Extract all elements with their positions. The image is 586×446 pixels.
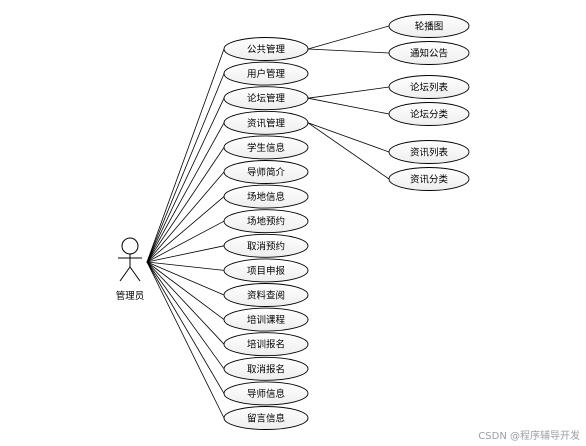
use-case-label: 留言信息 [247, 413, 285, 425]
assoc-line-training-signup [146, 261, 225, 345]
assoc-line-training-course [146, 261, 225, 320]
sub-use-case-ellipse [388, 41, 470, 65]
assoc-line-student [146, 147, 225, 263]
use-case-mentor-info[interactable]: 导师信息 [223, 381, 309, 406]
use-case-ellipse [223, 160, 309, 184]
use-case-label: 资讯管理 [247, 117, 286, 129]
sub-use-case-label: 论坛列表 [410, 82, 449, 94]
use-case-ellipse [223, 135, 309, 160]
actor-head [121, 237, 139, 255]
sub-use-case-ellipse [388, 75, 470, 99]
assoc-line-public [146, 48, 225, 263]
use-case-ellipse [223, 356, 309, 381]
use-case-training-signup[interactable]: 培训报名 [223, 332, 309, 357]
assoc-line-cancel-booking [146, 245, 225, 263]
assoc-line-material-query [146, 261, 225, 296]
use-case-ellipse [223, 406, 309, 430]
use-case-ellipse [223, 332, 309, 357]
sub-use-case-ellipse [388, 140, 470, 164]
use-case-message-info[interactable]: 留言信息 [223, 406, 309, 430]
use-case-cancel-signup[interactable]: 取消报名 [223, 356, 309, 381]
assoc-line-user [146, 73, 225, 263]
assoc-line-venue-booking [146, 220, 225, 263]
use-case-label: 资料查阅 [247, 290, 285, 302]
use-case-label: 取消报名 [247, 363, 285, 375]
use-case-cancel-booking[interactable]: 取消预约 [223, 233, 309, 258]
sub-use-case-label: 资讯列表 [410, 147, 449, 159]
assoc-line-project-apply [146, 261, 225, 271]
use-case-ellipse [223, 61, 309, 86]
actor-label: 管理员 [116, 290, 145, 302]
use-case-ellipse [223, 209, 309, 234]
extend-line-5 [307, 122, 390, 180]
assoc-line-forum [146, 98, 225, 263]
use-case-user[interactable]: 用户管理 [223, 61, 309, 86]
use-case-label: 场地信息 [247, 191, 285, 203]
extend-line-2 [307, 86, 390, 99]
sub-use-case-5[interactable]: 资讯分类 [388, 167, 470, 191]
actor-leg-left [119, 266, 131, 282]
use-case-label: 公共管理 [247, 44, 286, 56]
association-lines [146, 25, 390, 419]
use-cases: 公共管理用户管理论坛管理资讯管理学生信息导师简介场地信息场地预约取消预约项目申报… [223, 37, 309, 430]
sub-use-case-3[interactable]: 论坛分类 [388, 102, 470, 126]
sub-use-case-label: 资讯分类 [410, 174, 449, 186]
use-case-label: 导师简介 [247, 167, 286, 179]
watermark: CSDN @程序辅导开发 [478, 431, 580, 442]
use-case-label: 用户管理 [247, 68, 286, 80]
use-case-mentor-intro[interactable]: 导师简介 [223, 160, 309, 184]
use-case-project-apply[interactable]: 项目申报 [223, 258, 309, 283]
sub-use-case-label: 通知公告 [410, 48, 448, 60]
assoc-line-venue-info [146, 196, 225, 263]
use-case-label: 培训课程 [247, 314, 286, 326]
use-case-ellipse [223, 37, 309, 61]
use-case-label: 项目申报 [247, 265, 286, 277]
use-case-label: 学生信息 [247, 142, 285, 154]
assoc-line-message-info [146, 261, 225, 419]
actor-leg-right [129, 266, 141, 282]
use-case-ellipse [223, 283, 309, 307]
use-case-public[interactable]: 公共管理 [223, 37, 309, 61]
use-case-ellipse [223, 86, 309, 111]
extend-line-3 [307, 97, 390, 115]
sub-use-case-2[interactable]: 论坛列表 [388, 75, 470, 99]
sub-use-case-label: 轮播图 [415, 21, 444, 33]
use-case-label: 场地预约 [247, 216, 285, 228]
use-case-ellipse [223, 258, 309, 283]
use-case-student[interactable]: 学生信息 [223, 135, 309, 160]
use-case-ellipse [223, 381, 309, 406]
use-case-forum[interactable]: 论坛管理 [223, 86, 309, 111]
use-case-label: 培训报名 [247, 339, 285, 351]
assoc-line-mentor-intro [146, 171, 225, 263]
use-case-ellipse [223, 307, 309, 332]
use-case-label: 导师信息 [247, 388, 285, 400]
use-case-ellipse [223, 110, 309, 135]
sub-use-case-0[interactable]: 轮播图 [388, 14, 470, 38]
actor-admin: 管理员 [116, 237, 145, 302]
extend-line-4 [307, 122, 390, 153]
use-case-venue-info[interactable]: 场地信息 [223, 184, 309, 209]
use-case-ellipse [223, 233, 309, 258]
sub-use-case-1[interactable]: 通知公告 [388, 41, 470, 65]
assoc-line-mentor-info [146, 261, 225, 394]
sub-use-case-label: 论坛分类 [410, 109, 449, 121]
extend-line-0 [307, 25, 390, 50]
sub-use-case-ellipse [388, 14, 470, 38]
use-case-label: 取消预约 [247, 240, 285, 252]
use-case-training-course[interactable]: 培训课程 [223, 307, 309, 332]
sub-use-case-ellipse [388, 167, 470, 191]
sub-use-case-4[interactable]: 资讯列表 [388, 140, 470, 164]
use-case-venue-booking[interactable]: 场地预约 [223, 209, 309, 234]
use-case-ellipse [223, 184, 309, 209]
assoc-line-cancel-signup [146, 261, 225, 370]
extend-line-1 [307, 48, 390, 54]
use-case-news[interactable]: 资讯管理 [223, 110, 309, 135]
use-case-label: 论坛管理 [247, 93, 286, 105]
sub-use-case-ellipse [388, 102, 470, 126]
assoc-line-news [146, 122, 225, 263]
use-case-material-query[interactable]: 资料查阅 [223, 283, 309, 307]
